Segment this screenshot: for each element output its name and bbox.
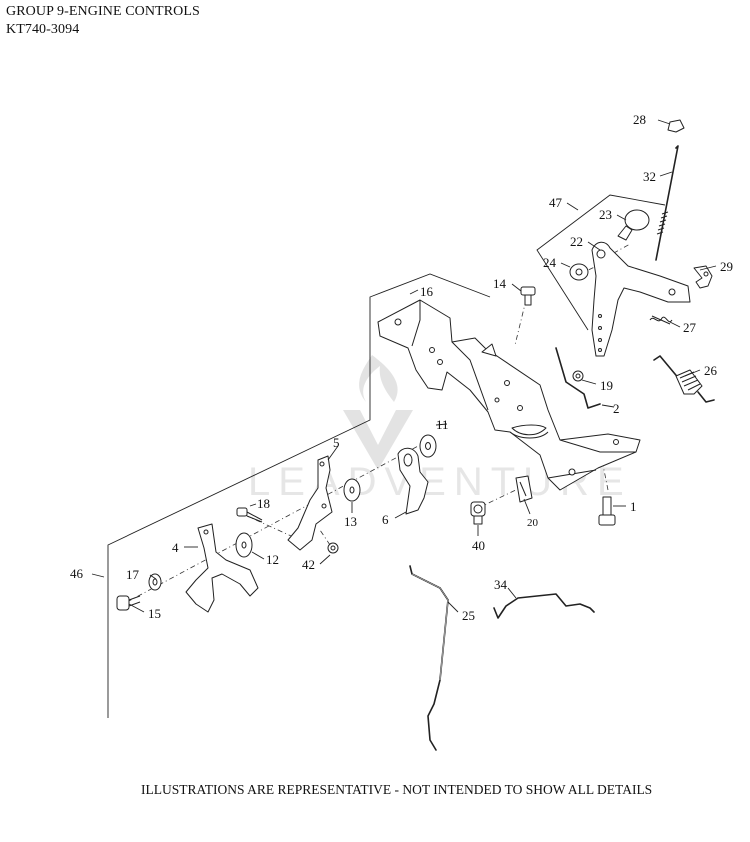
diagram-group-title: GROUP 9-ENGINE CONTROLS [6,4,200,19]
callout-5: 5 [333,435,340,450]
part-6-lever [397,447,429,515]
callout-6: 6 [382,512,389,527]
callout-27: 27 [683,320,697,335]
part-23-knob [617,209,650,241]
part-25-throttle-rod [409,565,449,751]
callout-12: 12 [266,552,279,567]
part-4-bracket [185,523,259,613]
part-28-screw [667,119,685,133]
part-24-washer [569,263,589,281]
part-27-spring [649,315,673,325]
callout-13: 13 [344,514,357,529]
part-42-nut [327,542,339,554]
callout-46: 46 [70,566,84,581]
callout-2: 2 [613,401,620,416]
callout-42: 42 [302,557,315,572]
callout-26: 26 [704,363,718,378]
part-22-governor-lever [591,241,691,357]
callout-22: 22 [570,234,583,249]
part-14-bolt [520,286,536,306]
group-46-frame [107,273,491,718]
part-18-bolt [236,507,263,523]
callout-16: 16 [420,284,434,299]
callout-1: 1 [630,499,637,514]
part-19-nut [572,370,584,382]
callout-23: 23 [599,207,612,222]
part-16-main-bracket [377,299,641,491]
callout-25: 25 [462,608,475,623]
callout-15: 15 [148,606,161,621]
callout-32: 32 [643,169,656,184]
callout-4: 4 [172,540,179,555]
assembly-axes [126,243,631,603]
part-20-clip [515,475,533,503]
callout-20: 20 [527,517,539,529]
model-number: KT740-3094 [6,22,80,37]
part-1-bolt [598,496,616,526]
callout-labels: 1 2 4 5 6 11 12 13 14 15 16 17 18 19 20 … [70,112,733,623]
part-17-washer [148,573,162,591]
part-40-nut [470,501,486,525]
part-12-washer [235,532,253,558]
part-32-governor-spring-rod [655,145,679,261]
callout-24: 24 [543,255,557,270]
part-11-washer [419,434,437,458]
part-5-bracket [287,455,333,551]
callout-18: 18 [257,496,270,511]
part-13-washer [343,478,361,502]
callout-47: 47 [549,195,563,210]
callout-leaders [91,119,717,613]
callout-14: 14 [493,276,507,291]
group-47-frame [536,194,666,331]
callout-34: 34 [494,577,508,592]
callout-28: 28 [633,112,646,127]
callout-40: 40 [472,538,485,553]
callout-29: 29 [720,259,733,274]
callout-11: 11 [436,417,449,432]
disclaimer-footer: ILLUSTRATIONS ARE REPRESENTATIVE - NOT I… [141,782,653,797]
assembly-frames [107,194,666,718]
part-29-clip [693,265,713,289]
callout-19: 19 [600,378,613,393]
part-2-spring-wire [555,347,601,409]
callout-17: 17 [126,567,140,582]
part-34-choke-rod [493,593,595,619]
